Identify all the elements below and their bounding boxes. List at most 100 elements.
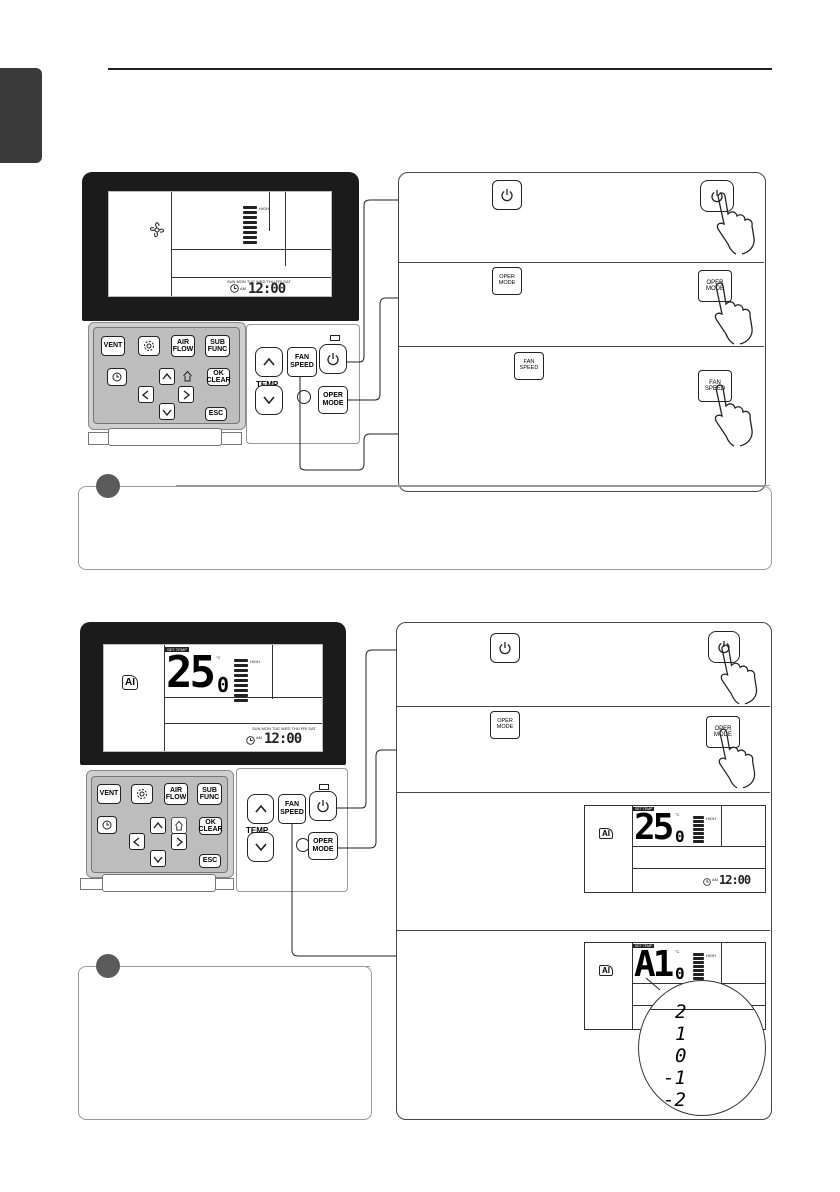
esc-button[interactable]: ESC (199, 854, 221, 868)
power-icon (501, 189, 513, 202)
up-arrow-button[interactable] (150, 817, 166, 834)
vent-button[interactable]: VENT (101, 336, 125, 356)
clock-icon (703, 878, 711, 886)
temp-unit: °C (216, 655, 221, 660)
leader-lines-top (299, 199, 398, 471)
settings-button[interactable] (138, 336, 160, 356)
fan-speed-key-icon: FAN SPEED (514, 352, 544, 380)
note-marker (96, 954, 120, 978)
callout-divider (396, 930, 770, 931)
ai-mode-icon: AI (122, 675, 138, 690)
right-arrow-button[interactable] (178, 386, 194, 403)
chevron-down-icon (254, 843, 267, 852)
power-key-pressed (708, 631, 740, 663)
power-key-pressed (700, 180, 734, 212)
up-arrow-button[interactable] (159, 368, 175, 385)
temp-down-button[interactable] (247, 832, 274, 862)
set-temp-tag: SET TEMP (633, 944, 655, 948)
oper-mode-key-pressed: OPER MODE (698, 270, 732, 302)
power-led (319, 784, 329, 790)
left-arrow-button[interactable] (138, 386, 154, 403)
oper-mode-button[interactable]: OPER MODE (308, 832, 338, 860)
magnifier-circle: 2 1 0 -1 -2 (638, 980, 766, 1116)
down-arrow-button[interactable] (159, 403, 175, 420)
chevron-up-icon (153, 821, 163, 829)
temp-label: TEMP (256, 380, 278, 389)
am-indicator: AM (712, 877, 718, 882)
power-icon (711, 190, 723, 203)
chevron-up-icon (162, 372, 172, 380)
oper-mode-key-icon: OPER MODE (490, 711, 520, 739)
home-icon (175, 820, 183, 831)
chevron-down-icon (162, 409, 172, 417)
esc-button[interactable]: ESC (205, 407, 227, 421)
sub-func-button[interactable]: SUB FUNC (205, 335, 230, 357)
gear-icon (144, 341, 154, 351)
fan-level-label: HIGH (259, 206, 269, 211)
clock-icon (102, 820, 112, 830)
oper-mode-button[interactable]: OPER MODE (318, 386, 348, 414)
ok-clear-button[interactable]: OK CLEAR (206, 368, 231, 386)
lcd-display-bottom: AI SET TEMP 25 0 °C HIGH SUN MON TUE WED… (103, 644, 323, 752)
level-value: 2 (675, 1001, 687, 1023)
vent-button[interactable]: VENT (97, 784, 121, 804)
chevron-left-icon (141, 390, 149, 400)
temp-down-button[interactable] (255, 385, 283, 415)
finger-press-icon (720, 644, 758, 705)
fan-level-label: HIGH (706, 953, 716, 958)
temp-unit: °C (675, 949, 680, 954)
fan-level-bars (243, 206, 257, 244)
ok-clear-button[interactable]: OK CLEAR (198, 817, 223, 835)
temp-up-button[interactable] (255, 347, 283, 377)
left-arrow-button[interactable] (129, 833, 145, 850)
clock-icon (112, 372, 122, 382)
fan-level-label: HIGH (706, 816, 716, 821)
chevron-up-icon (263, 357, 275, 366)
timer-button[interactable] (107, 368, 127, 386)
temp-digits: 25 (634, 807, 674, 848)
finger-press-icon (714, 384, 753, 447)
fan-speed-button[interactable]: FAN SPEED (278, 794, 306, 824)
sub-func-button[interactable]: SUB FUNC (197, 783, 222, 805)
remote-hinge-bottom (102, 874, 216, 892)
ai-mode-icon: AI (599, 965, 613, 976)
air-flow-button[interactable]: AIR FLOW (171, 335, 195, 357)
power-icon (327, 353, 339, 366)
ai-mode-icon: AI (599, 828, 613, 839)
weekday-row: SUN MON TUE WED THU FRI SAT (252, 726, 316, 731)
set-temp-tag: SET TEMP (165, 647, 189, 652)
temp-decimal: 0 (675, 827, 685, 846)
temp-digits: 25 (166, 647, 216, 698)
callout-divider (396, 706, 770, 707)
fan-level-bars (693, 953, 704, 980)
fan-level-bars (234, 659, 248, 702)
power-button[interactable] (319, 344, 347, 374)
temp-up-button[interactable] (247, 794, 274, 824)
power-icon (317, 800, 329, 813)
power-key-icon (490, 633, 520, 663)
finger-press-icon (714, 282, 753, 345)
language-tab (0, 68, 42, 163)
temp-label: TEMP (246, 826, 269, 835)
am-indicator: AM (256, 735, 262, 740)
right-arrow-button[interactable] (171, 833, 187, 850)
callout-divider (398, 346, 764, 347)
callout-divider (396, 792, 770, 793)
chevron-down-icon (263, 396, 275, 405)
fan-icon (149, 222, 165, 238)
down-arrow-button[interactable] (150, 850, 166, 867)
level-value: -1 (663, 1067, 686, 1089)
settings-button[interactable] (131, 784, 153, 804)
note-marker (96, 474, 120, 498)
timer-button[interactable] (97, 816, 117, 834)
finger-press-icon (716, 192, 755, 255)
note-box-bottom (78, 966, 372, 1120)
fan-speed-button[interactable]: FAN SPEED (287, 347, 317, 377)
power-button[interactable] (309, 791, 337, 821)
temp-decimal: 0 (217, 673, 230, 697)
air-flow-button[interactable]: AIR FLOW (164, 783, 188, 805)
note-rule (176, 966, 370, 967)
level-value: -2 (663, 1089, 686, 1111)
temp-digits: A1 (634, 944, 674, 985)
note-box-top (78, 486, 772, 570)
